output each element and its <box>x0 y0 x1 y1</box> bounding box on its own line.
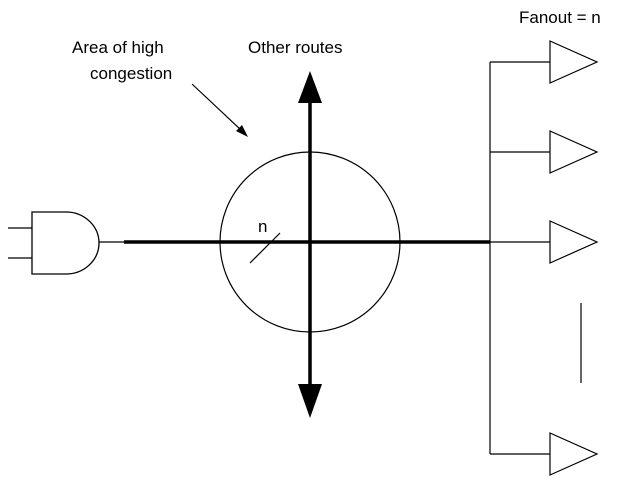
arrowhead-up-icon <box>298 71 322 103</box>
congestion-label-line1: Area of high <box>72 38 164 57</box>
other-routes-label: Other routes <box>248 38 343 57</box>
arrowhead-down-icon <box>298 384 322 418</box>
buffer-triangle-icon <box>549 432 599 476</box>
buffer-triangle-icon <box>549 220 599 264</box>
buffer-triangle-icon <box>549 40 599 84</box>
bus-width-label: n <box>258 217 267 236</box>
buffer-triangle-icon <box>549 130 599 174</box>
bus-width-slash <box>249 232 281 264</box>
and-gate-icon <box>8 211 124 275</box>
congestion-label-line2: congestion <box>90 64 172 83</box>
fanout-trunk <box>489 61 550 455</box>
fanout-label: Fanout = n <box>519 8 601 27</box>
congestion-pointer-arrow <box>191 83 248 137</box>
gate-body <box>31 211 100 275</box>
